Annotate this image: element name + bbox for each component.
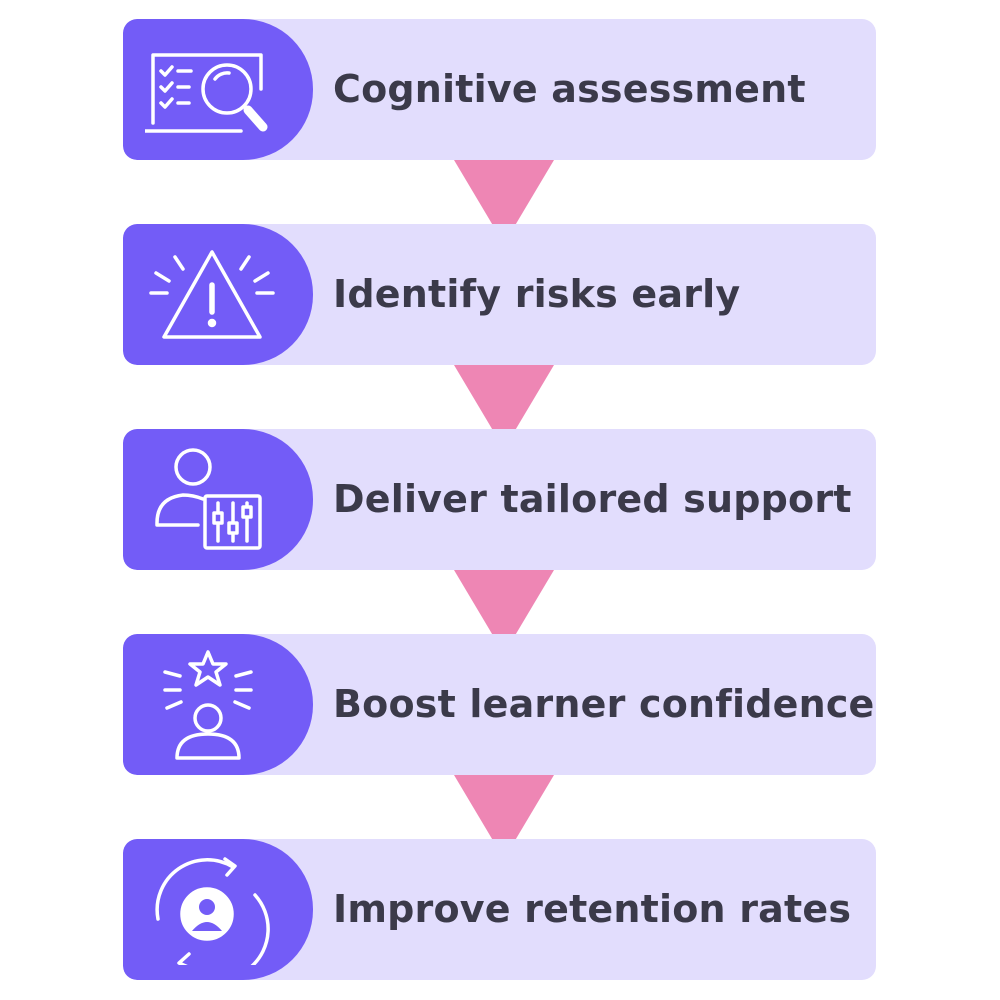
step-label: Cognitive assessment	[333, 67, 806, 111]
step-label: Boost learner confidence	[333, 682, 875, 726]
step-label: Identify risks early	[333, 272, 741, 316]
icon-block	[123, 224, 313, 365]
step-card-1: Cognitive assessment	[123, 19, 876, 160]
user-cycle-icon	[155, 857, 270, 965]
step-card-4: Boost learner confidence	[123, 634, 876, 775]
step-card-3: Deliver tailored support	[123, 429, 876, 570]
step-label: Deliver tailored support	[333, 477, 852, 521]
step-card-2: Identify risks early	[123, 224, 876, 365]
warning-triangle-icon	[149, 250, 275, 339]
step-card-5: Improve retention rates	[123, 839, 876, 980]
step-label: Improve retention rates	[333, 887, 852, 931]
icon-block	[123, 19, 313, 160]
icon-block	[123, 839, 313, 980]
user-star-icon	[163, 650, 253, 760]
assessment-magnifier-icon	[145, 53, 268, 133]
icon-block	[123, 429, 313, 570]
user-adjustments-icon	[155, 448, 262, 550]
icon-block	[123, 634, 313, 775]
